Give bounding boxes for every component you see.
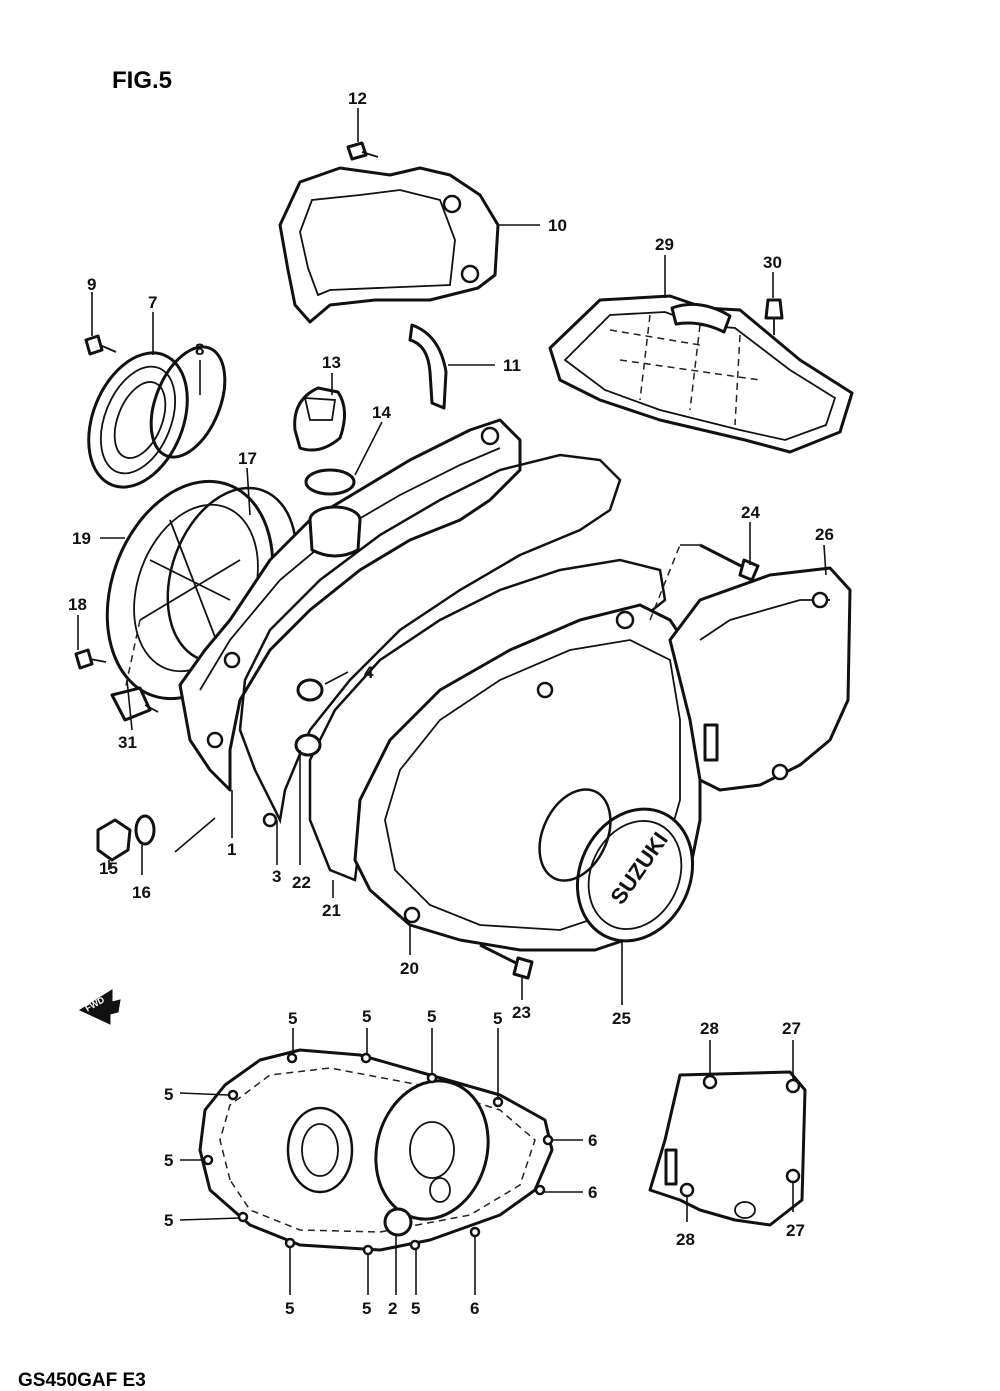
callout-18: 18 <box>68 595 87 614</box>
callout-5: 5 <box>427 1007 436 1026</box>
callout-29: 29 <box>655 235 674 254</box>
callout-5: 5 <box>164 1085 173 1104</box>
callout-5: 5 <box>411 1299 420 1318</box>
callout-4: 4 <box>364 663 374 682</box>
part-2-oil-seal <box>383 1207 413 1237</box>
leader-lines <box>77 108 827 1295</box>
callout-7: 7 <box>148 293 157 312</box>
part-23-bolt <box>479 943 534 980</box>
lower-crankcase-cover-inner <box>198 1048 554 1256</box>
callout-30: 30 <box>763 253 782 272</box>
part-30-bolt <box>764 298 784 335</box>
part-11-seal-strip <box>408 323 448 410</box>
callout-25: 25 <box>612 1009 631 1028</box>
callout-12: 12 <box>348 89 367 108</box>
callout-6: 6 <box>588 1183 597 1202</box>
callout-26: 26 <box>815 525 834 544</box>
callout-28: 28 <box>700 1019 719 1038</box>
callout-28: 28 <box>676 1230 695 1249</box>
callout-20: 20 <box>400 959 419 978</box>
callout-5: 5 <box>288 1009 297 1028</box>
callout-24: 24 <box>741 503 760 522</box>
callout-5: 5 <box>362 1007 371 1026</box>
callout-10: 10 <box>548 216 567 235</box>
callout-11: 11 <box>503 356 521 375</box>
callout-6: 6 <box>588 1131 597 1150</box>
callout-16: 16 <box>132 883 151 902</box>
part-18-bolt <box>74 648 107 670</box>
callout-3: 3 <box>272 867 281 886</box>
part-12-bolt <box>346 141 379 161</box>
part-31-switch <box>110 686 159 722</box>
callout-6: 6 <box>470 1299 479 1318</box>
part-16-washer <box>134 814 156 846</box>
callout-14: 14 <box>372 403 391 422</box>
figure-title: FIG.5 <box>112 67 172 94</box>
callout-2: 2 <box>388 1299 397 1318</box>
part-10-cover-plate <box>278 166 500 324</box>
part-9-bolt <box>84 334 117 356</box>
callout-labels: 12 10 11 29 30 9 7 8 13 14 17 19 18 31 1… <box>68 89 834 1318</box>
part-7-inspection-cover <box>87 351 189 489</box>
callout-27: 27 <box>782 1019 801 1038</box>
part-15-drain-plug <box>96 818 132 862</box>
part-22-dowels <box>294 678 324 757</box>
part-3-gasket <box>238 453 622 824</box>
callout-19: 19 <box>72 529 91 548</box>
callout-1: 1 <box>227 840 236 859</box>
callout-31: 31 <box>118 733 137 752</box>
part-24-bolt <box>699 543 760 582</box>
part-14-o-ring <box>304 468 356 496</box>
lower-right-plate <box>648 1070 807 1227</box>
callout-22: 22 <box>292 873 311 892</box>
callout-5: 5 <box>362 1299 371 1318</box>
fwd-arrow-icon: FWD <box>78 989 121 1025</box>
oil-filler-neck <box>308 505 362 558</box>
callout-5: 5 <box>164 1151 173 1170</box>
callout-5: 5 <box>285 1299 294 1318</box>
callout-8: 8 <box>195 340 204 359</box>
part-29-cover <box>548 294 854 454</box>
callout-5: 5 <box>493 1009 502 1028</box>
callout-15: 15 <box>99 859 118 878</box>
callout-27: 27 <box>786 1221 805 1240</box>
callout-21: 21 <box>322 901 341 920</box>
part-26-side-cover <box>668 566 852 792</box>
callout-13: 13 <box>322 353 341 372</box>
part-13-oil-filler-cap <box>293 386 346 452</box>
callout-5: 5 <box>164 1211 173 1230</box>
model-code: GS450GAF E3 <box>18 1370 146 1391</box>
gasket-hole <box>262 812 278 828</box>
cover-hub <box>538 788 612 882</box>
callout-23: 23 <box>512 1003 531 1022</box>
callout-9: 9 <box>87 275 96 294</box>
part-8-o-ring <box>149 345 227 459</box>
callout-17: 17 <box>238 449 257 468</box>
